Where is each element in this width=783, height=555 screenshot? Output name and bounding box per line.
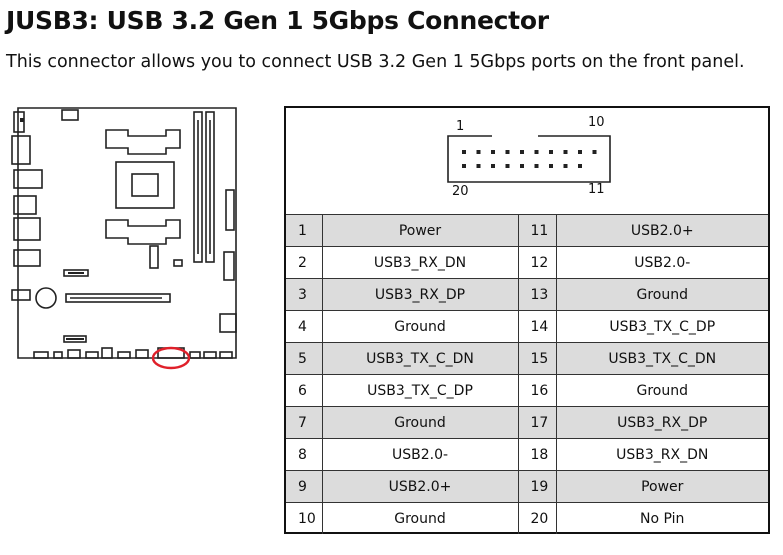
pin-signal: USB3_TX_C_DP — [556, 310, 768, 343]
connector-pin — [520, 150, 524, 154]
pin-number: 10 — [286, 502, 323, 534]
usb3-header-icon — [447, 135, 611, 183]
pin-number: 16 — [518, 374, 557, 407]
connector-pin — [563, 164, 568, 168]
pin-number: 7 — [286, 406, 323, 439]
pin-number: 3 — [286, 278, 323, 311]
pin-number: 6 — [286, 374, 323, 407]
pin-signal: USB2.0+ — [556, 214, 768, 247]
connector-pin — [563, 150, 568, 154]
connector-pin — [549, 150, 553, 154]
pin-signal: USB3_RX_DN — [556, 438, 768, 471]
connector-pin — [578, 150, 582, 154]
pin-number: 1 — [286, 214, 323, 247]
pin-number: 19 — [518, 470, 557, 503]
pin-signal: Ground — [322, 502, 519, 534]
pin-signal: USB2.0- — [556, 246, 768, 279]
connector-pin — [491, 150, 495, 154]
connector-pin — [462, 164, 466, 168]
connector-pin — [534, 150, 539, 154]
connector-pin — [549, 164, 553, 168]
connector-pin — [534, 164, 539, 168]
pin-signal: Ground — [556, 278, 768, 311]
pin-signal: USB2.0+ — [322, 470, 519, 503]
connector-pin — [491, 164, 495, 168]
connector-pin — [505, 164, 510, 168]
pin-number: 18 — [518, 438, 557, 471]
pin-label-10: 10 — [588, 115, 605, 130]
pin-signal: Ground — [322, 310, 519, 343]
connector-pin — [476, 150, 481, 154]
pin-signal: Power — [556, 470, 768, 503]
pin-number: 14 — [518, 310, 557, 343]
pin-label-1: 1 — [456, 119, 465, 134]
pin-signal: USB3_RX_DN — [322, 246, 519, 279]
pin-number: 11 — [518, 214, 557, 247]
pin-signal: Power — [322, 214, 519, 247]
pin-signal: USB2.0- — [322, 438, 519, 471]
connector-pin — [592, 150, 597, 154]
pin-number: 4 — [286, 310, 323, 343]
page-subtitle: This connector allows you to connect USB… — [6, 52, 745, 72]
connector-pin — [578, 164, 582, 168]
pin-signal: USB3_TX_C_DN — [322, 342, 519, 375]
pin-number: 20 — [518, 502, 557, 534]
pin-number: 12 — [518, 246, 557, 279]
pin-number: 5 — [286, 342, 323, 375]
page-title: JUSB3: USB 3.2 Gen 1 5Gbps Connector — [6, 6, 549, 35]
connector-pin — [462, 150, 466, 154]
pin-signal: USB3_RX_DP — [322, 278, 519, 311]
pin-signal: Ground — [556, 374, 768, 407]
pin-number: 8 — [286, 438, 323, 471]
pin-signal: USB3_RX_DP — [556, 406, 768, 439]
pin-number: 15 — [518, 342, 557, 375]
pin-signal: No Pin — [556, 502, 768, 534]
pin-signal: Ground — [322, 406, 519, 439]
pin-label-20: 20 — [452, 184, 469, 199]
motherboard-diagram — [6, 100, 250, 382]
motherboard-outline-icon — [11, 107, 237, 370]
pin-number: 2 — [286, 246, 323, 279]
pin-number: 17 — [518, 406, 557, 439]
pin-number: 13 — [518, 278, 557, 311]
connector-pin — [505, 150, 510, 154]
pin-signal: USB3_TX_C_DP — [322, 374, 519, 407]
connector-pin — [520, 164, 524, 168]
connector-diagram: 1 10 20 11 — [286, 108, 768, 214]
pin-number: 9 — [286, 470, 323, 503]
connector-pin — [476, 164, 481, 168]
pin-label-11: 11 — [588, 182, 605, 197]
pin-signal: USB3_TX_C_DN — [556, 342, 768, 375]
